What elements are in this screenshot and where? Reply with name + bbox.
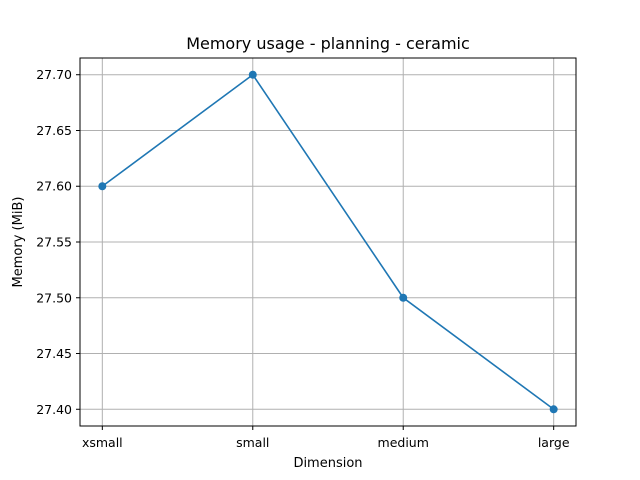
- y-tick-label: 27.50: [36, 290, 72, 305]
- y-tick-label: 27.65: [36, 123, 72, 138]
- series-layer: [98, 70, 558, 414]
- data-point-large: [549, 405, 558, 414]
- y-tick-label: 27.45: [36, 346, 72, 361]
- x-tick-label: medium: [378, 435, 429, 450]
- x-tick-label: xsmall: [82, 435, 123, 450]
- x-tick-label: large: [538, 435, 570, 450]
- series-line: [101, 73, 555, 410]
- y-tick-label: 27.60: [36, 179, 72, 194]
- chart-title: Memory usage - planning - ceramic: [186, 34, 470, 53]
- data-point-xsmall: [98, 182, 107, 191]
- y-axis-label: Memory (MiB): [11, 197, 26, 288]
- tick-layer: xsmall small medium large 27.40 27.45 27.50 27.…: [36, 67, 570, 450]
- x-tick-label: small: [236, 435, 269, 450]
- data-point-medium: [399, 293, 408, 302]
- data-point-small: [248, 70, 257, 79]
- y-tick-label: 27.70: [36, 67, 72, 82]
- x-axis-label: Dimension: [293, 456, 362, 471]
- y-tick-label: 27.55: [36, 235, 72, 250]
- y-tick-label: 27.40: [36, 402, 72, 417]
